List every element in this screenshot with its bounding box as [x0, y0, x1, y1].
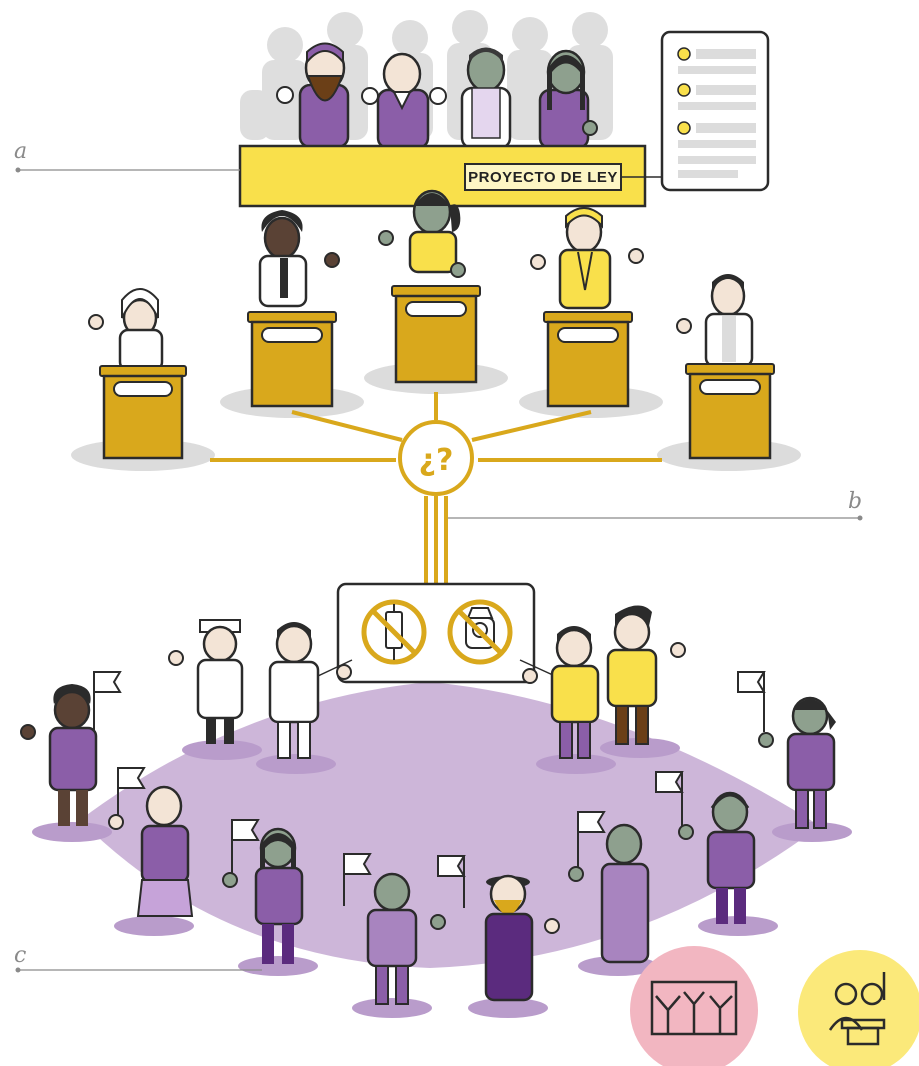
citizen-long-hair [222, 819, 304, 964]
question-mark: ¿? [419, 443, 454, 478]
citizen-nun [108, 767, 194, 917]
crowd-shadows [32, 738, 852, 1018]
prohibition-board [317, 582, 556, 684]
forest-icon [630, 946, 758, 1066]
bill-label-box [464, 163, 622, 191]
question-circle [398, 420, 474, 496]
citizen-headphones [655, 771, 756, 924]
citizen-yellow-woman [606, 605, 686, 745]
legislator-priest [460, 47, 512, 150]
bill-document [660, 30, 770, 192]
podium-1 [88, 288, 187, 460]
legislator-suit [361, 52, 447, 150]
question-connectors [210, 392, 662, 585]
podium-3 [378, 189, 481, 384]
citizen-priest [568, 811, 650, 964]
speaker-podium-icon [798, 950, 919, 1066]
citizen-flag-right [737, 671, 836, 829]
podium-5 [676, 274, 775, 460]
citizen-yellow-shirt [522, 626, 600, 759]
podium-4 [530, 207, 644, 408]
label-a: a [14, 139, 27, 164]
legislator-long-hair [538, 49, 598, 150]
doctor [268, 622, 352, 759]
bill-label: PROYECTO DE LEY [468, 169, 618, 186]
podium-2 [247, 210, 340, 408]
citizen-rabbi [437, 855, 560, 1002]
citizen-flag-left [20, 671, 122, 826]
no-skull-icon [447, 599, 513, 665]
label-c: c [14, 943, 26, 968]
nurse [168, 619, 244, 744]
label-b: b [848, 489, 862, 514]
no-syringe-icon [361, 599, 427, 665]
citizen-worker [343, 853, 446, 1005]
